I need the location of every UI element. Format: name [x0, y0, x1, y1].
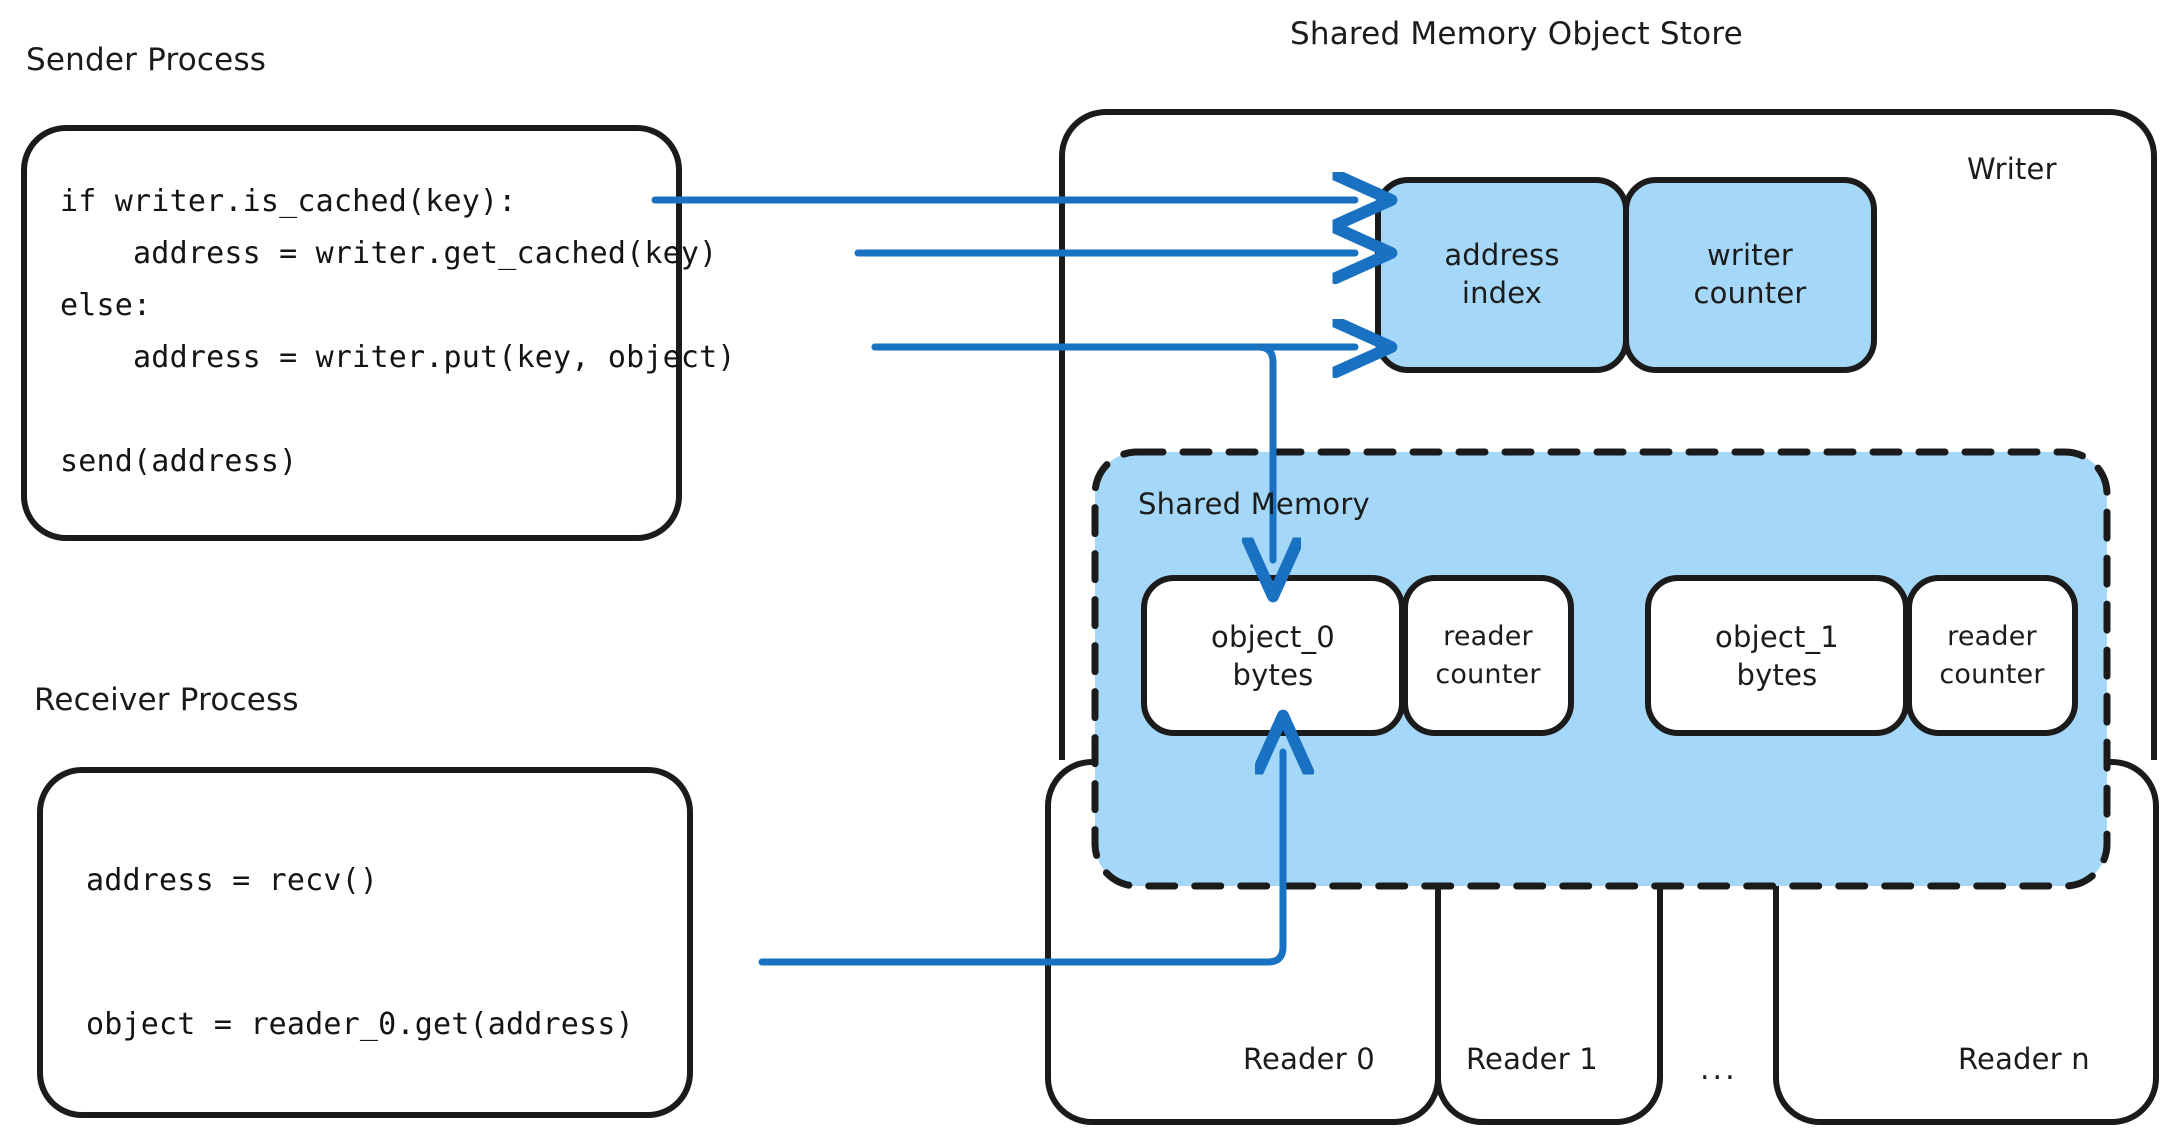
object-0-bytes-label: object_0 bytes: [1211, 620, 1335, 692]
object-1-reader-counter-label: reader counter: [1939, 621, 2045, 690]
writer-label: Writer: [1967, 152, 2057, 186]
reader-1-label: Reader 1: [1466, 1042, 1598, 1076]
writer-counter-label: writer counter: [1693, 238, 1807, 310]
sender-process-box: [21, 125, 682, 541]
object-0-reader-counter-cell: [1402, 575, 1574, 736]
receiver-process-box: [37, 767, 693, 1118]
readers-ellipsis: ...: [1700, 1052, 1738, 1087]
store-heading: Shared Memory Object Store: [1290, 16, 1743, 52]
object-1-bytes-label: object_1 bytes: [1715, 620, 1839, 692]
shared-memory-label: Shared Memory: [1138, 487, 1370, 521]
receiver-code-block: address = recv() object = reader_0.get(a…: [86, 863, 634, 1042]
object-0-reader-counter-label: reader counter: [1435, 621, 1541, 690]
reader-0-label: Reader 0: [1243, 1042, 1375, 1076]
arrow-put-to-object-0: [871, 343, 1273, 560]
shared-memory-region: [1091, 448, 2111, 890]
arrow-reader-get: [758, 752, 1283, 966]
sender-code-block: if writer.is_cached(key): address = writ…: [60, 184, 736, 479]
object-1-reader-counter-cell: [1906, 575, 2078, 736]
writer-counter-cell: [1623, 177, 1877, 373]
address-index-label: address index: [1444, 238, 1560, 310]
receiver-process-heading: Receiver Process: [34, 682, 299, 718]
sender-process-heading: Sender Process: [26, 42, 267, 78]
reader-n-label: Reader n: [1958, 1042, 2090, 1076]
